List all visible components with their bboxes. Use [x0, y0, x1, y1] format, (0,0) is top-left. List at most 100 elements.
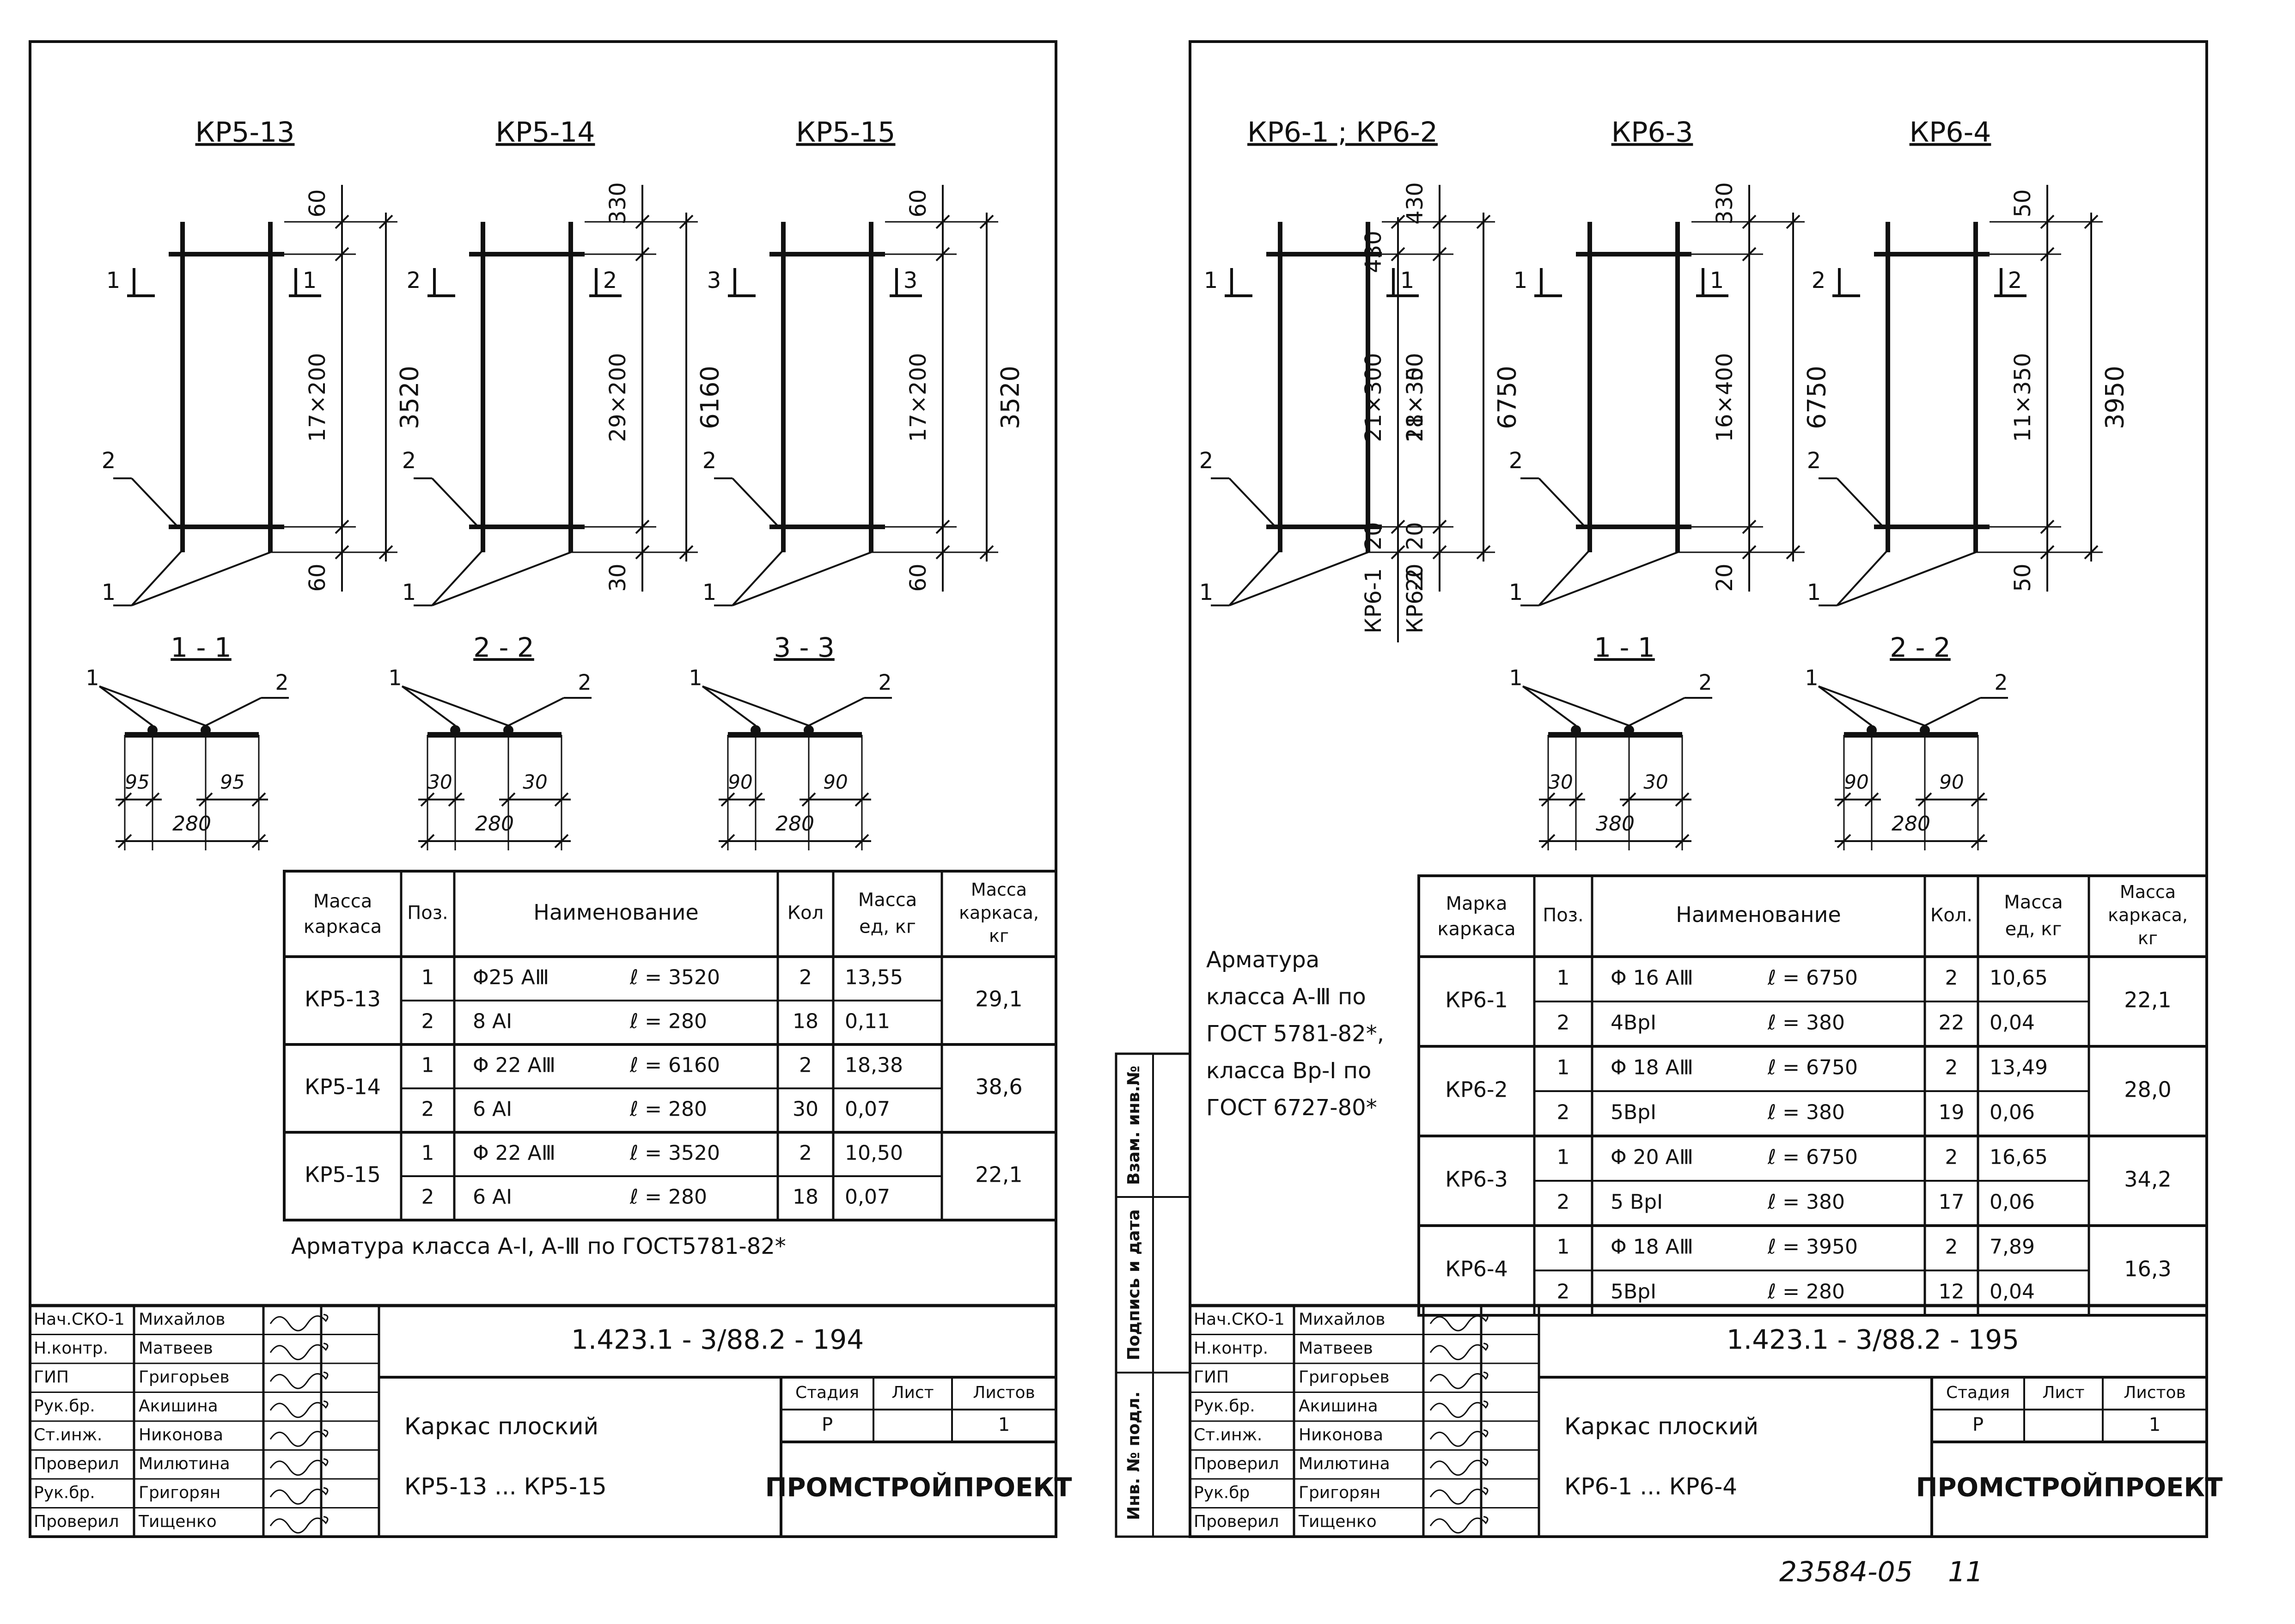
table-cell-qty: 2: [1945, 1235, 1958, 1259]
dimension-tick: [1622, 792, 1636, 807]
leader-line: [205, 697, 262, 727]
dimension-tick: [420, 834, 435, 849]
stamp-role: Н.контр.: [34, 1339, 108, 1358]
dimension-tick: [554, 834, 569, 849]
table-header: Поз.: [1543, 905, 1584, 926]
dimension-label: 30: [523, 771, 547, 794]
drawing-subtitle: КР6-1 ... КР6-4: [1564, 1473, 1737, 1500]
stamp-role: Нач.СКО-1: [34, 1310, 125, 1329]
table-cell-total: 22,1: [2124, 988, 2171, 1013]
table-cell-unit-mass: 10,50: [845, 1142, 903, 1165]
stamp-role: Проверил: [34, 1454, 119, 1473]
table-header: кг: [2138, 928, 2158, 948]
table-cell-name: 5ВрⅠ: [1611, 1280, 1656, 1304]
table-cell-total: 34,2: [2124, 1167, 2171, 1192]
position-label: 2: [578, 670, 591, 695]
dimension-label: 95: [220, 771, 244, 794]
position-label: 1: [702, 580, 717, 605]
section-cut-label: 2: [2008, 268, 2022, 293]
dimension-tick: [1391, 214, 1405, 229]
dimension-tick: [1391, 247, 1405, 262]
stamp-header: Стадия: [1946, 1383, 2010, 1402]
dimension-label: 11×350: [2010, 353, 2036, 442]
frame-title: КР6-4: [1910, 116, 1991, 149]
dimension-tick: [448, 792, 463, 807]
frame-variant-label: КР6-1: [1361, 568, 1386, 633]
dimension-tick: [198, 792, 213, 807]
dimension-tick: [635, 214, 650, 229]
dimension-tick: [1569, 792, 1583, 807]
dimension-label: 3520: [996, 366, 1025, 429]
dimension-tick: [679, 214, 694, 229]
table-cell-unit-mass: 0,04: [1990, 1280, 2035, 1304]
dimension-tick: [1864, 792, 1879, 807]
table-cell-mark: КР6-2: [1445, 1077, 1508, 1102]
dimension-tick: [679, 545, 694, 560]
leader-line: [431, 549, 484, 606]
note-text: ГОСТ 6727-80*: [1206, 1095, 1377, 1121]
position-label: 1: [1509, 665, 1522, 690]
stamp-sheets-total: 1: [998, 1414, 1010, 1435]
dimension-tick: [335, 545, 349, 560]
position-label: 1: [1509, 580, 1523, 605]
dimension-label: 30: [427, 771, 452, 794]
dimension-tick: [1432, 545, 1447, 560]
table-header: Кол.: [1930, 905, 1972, 926]
dimension-tick: [1917, 792, 1932, 807]
dimension-label: 6160: [696, 366, 725, 429]
position-label: 2: [102, 448, 116, 474]
table-cell-length: ℓ = 280: [1767, 1280, 1845, 1304]
note-text: класса Вр-Ⅰ по: [1206, 1058, 1371, 1084]
drawing-subtitle: КР5-13 ... КР5-15: [404, 1473, 607, 1500]
stamp-header: Лист: [891, 1383, 934, 1402]
note-text: Арматура: [1206, 947, 1319, 973]
dimension-tick: [1541, 834, 1556, 849]
dimension-label: 20: [1361, 522, 1386, 550]
leader-line: [1522, 685, 1630, 727]
dimension-tick: [335, 519, 349, 534]
table-cell-mark: КР5-14: [305, 1075, 381, 1099]
frame-title: КР6-3: [1611, 116, 1693, 149]
table-header: Марка: [1446, 893, 1507, 915]
table-cell-length: ℓ = 380: [1767, 1011, 1845, 1035]
dimension-label: 90: [1939, 771, 1964, 794]
leader-line: [702, 685, 809, 727]
leader-line: [432, 551, 571, 606]
table-cell-mark: КР6-4: [1445, 1257, 1508, 1282]
dimension-label: 20: [1402, 563, 1428, 592]
dimension-tick: [935, 214, 950, 229]
stamp-role: Проверил: [1194, 1512, 1279, 1531]
table-cell-qty: 2: [1945, 1146, 1958, 1169]
table-cell-pos: 1: [1557, 1056, 1570, 1080]
table-cell-length: ℓ = 3520: [629, 1142, 720, 1165]
dimension-tick: [2040, 519, 2055, 534]
dimension-tick: [1432, 214, 1447, 229]
table-cell-name: 5ВрⅠ: [1611, 1101, 1656, 1124]
section-title: 2 - 2: [1890, 632, 1951, 663]
stamp-header: Листов: [973, 1383, 1035, 1402]
dimension-tick: [2040, 545, 2055, 560]
table-header: ед, кг: [2005, 919, 2062, 940]
frame-title: КР5-15: [796, 116, 896, 149]
table-cell-qty: 19: [1939, 1101, 1965, 1124]
table-header: каркаса,: [959, 903, 1039, 923]
dimension-tick: [720, 792, 735, 807]
table-cell-qty: 2: [1945, 966, 1958, 990]
position-label: 2: [1199, 448, 1214, 474]
table-cell-pos: 1: [1557, 1146, 1570, 1169]
dimension-tick: [1742, 519, 1757, 534]
stamp-role: Нач.СКО-1: [1194, 1310, 1285, 1329]
stamp-name: Милютина: [1299, 1454, 1390, 1473]
table-cell-total: 38,6: [975, 1075, 1022, 1099]
rod-dot: [751, 725, 761, 735]
dimension-tick: [251, 792, 266, 807]
dimension-label: 30: [1548, 771, 1573, 794]
leader-line: [1538, 549, 1591, 606]
table-cell-unit-mass: 16,65: [1990, 1146, 2048, 1169]
table-cell-unit-mass: 13,55: [845, 966, 903, 989]
